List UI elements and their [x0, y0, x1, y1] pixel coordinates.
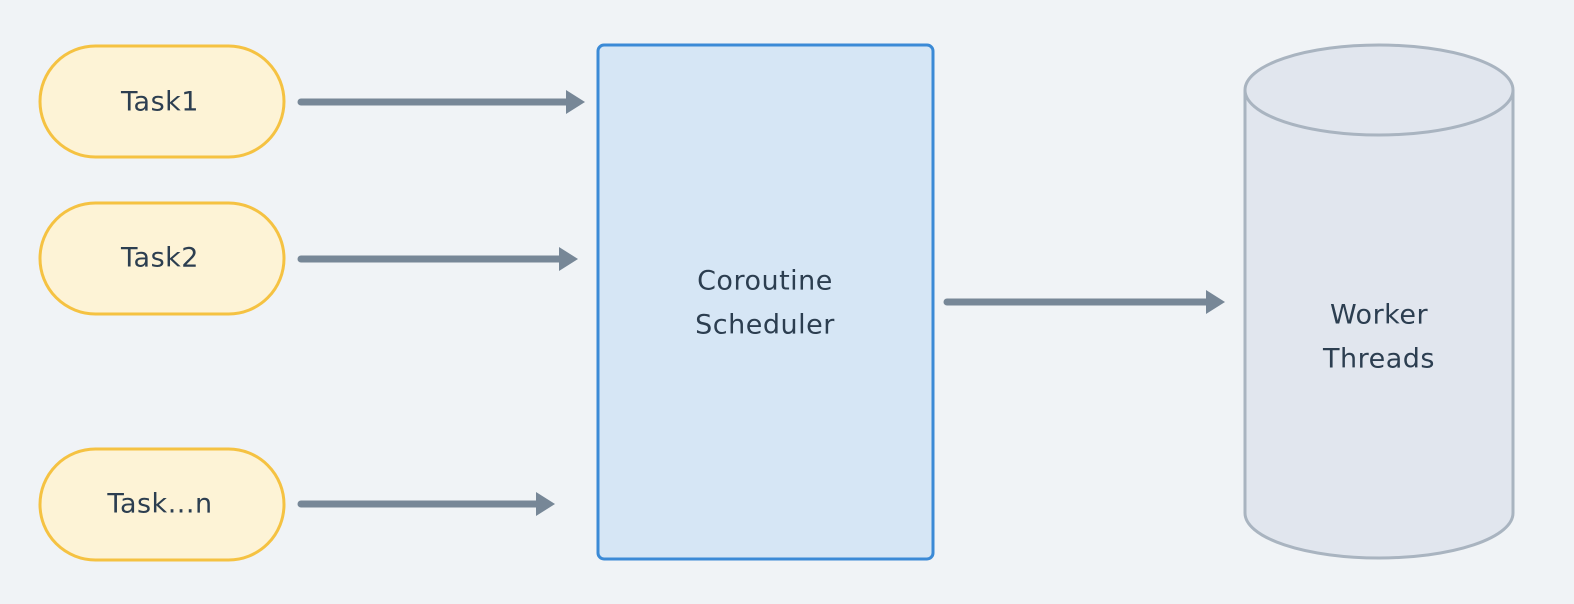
workers-label-line2: Threads — [1322, 344, 1435, 375]
task-node-n: Task...n — [38, 447, 286, 562]
arrow-scheduler-to-workers — [943, 290, 1225, 314]
task-label-1: Task1 — [120, 87, 199, 118]
workers-label-line1: Worker — [1330, 300, 1429, 331]
cylinder-body — [1243, 90, 1515, 560]
scheduler-box — [596, 43, 935, 561]
arrow-task2-to-scheduler — [297, 247, 578, 271]
task-pill-n — [38, 447, 286, 562]
scheduler-label-line2: Scheduler — [695, 310, 835, 341]
arrow-task1-to-scheduler — [297, 90, 585, 114]
task-pill-1 — [38, 44, 286, 159]
cylinder-top — [1243, 43, 1515, 137]
scheduler-label-line1: Coroutine — [697, 266, 833, 297]
task-label-2: Task2 — [120, 243, 199, 274]
arrow-taskn-to-scheduler — [297, 492, 555, 516]
worker-threads-node: Worker Threads — [1243, 43, 1515, 560]
scheduler-node: Coroutine Scheduler — [596, 43, 935, 561]
task-label-n: Task...n — [106, 489, 212, 520]
task-node-2: Task2 — [38, 201, 286, 316]
task-node-1: Task1 — [38, 44, 286, 159]
task-pill-2 — [38, 201, 286, 316]
